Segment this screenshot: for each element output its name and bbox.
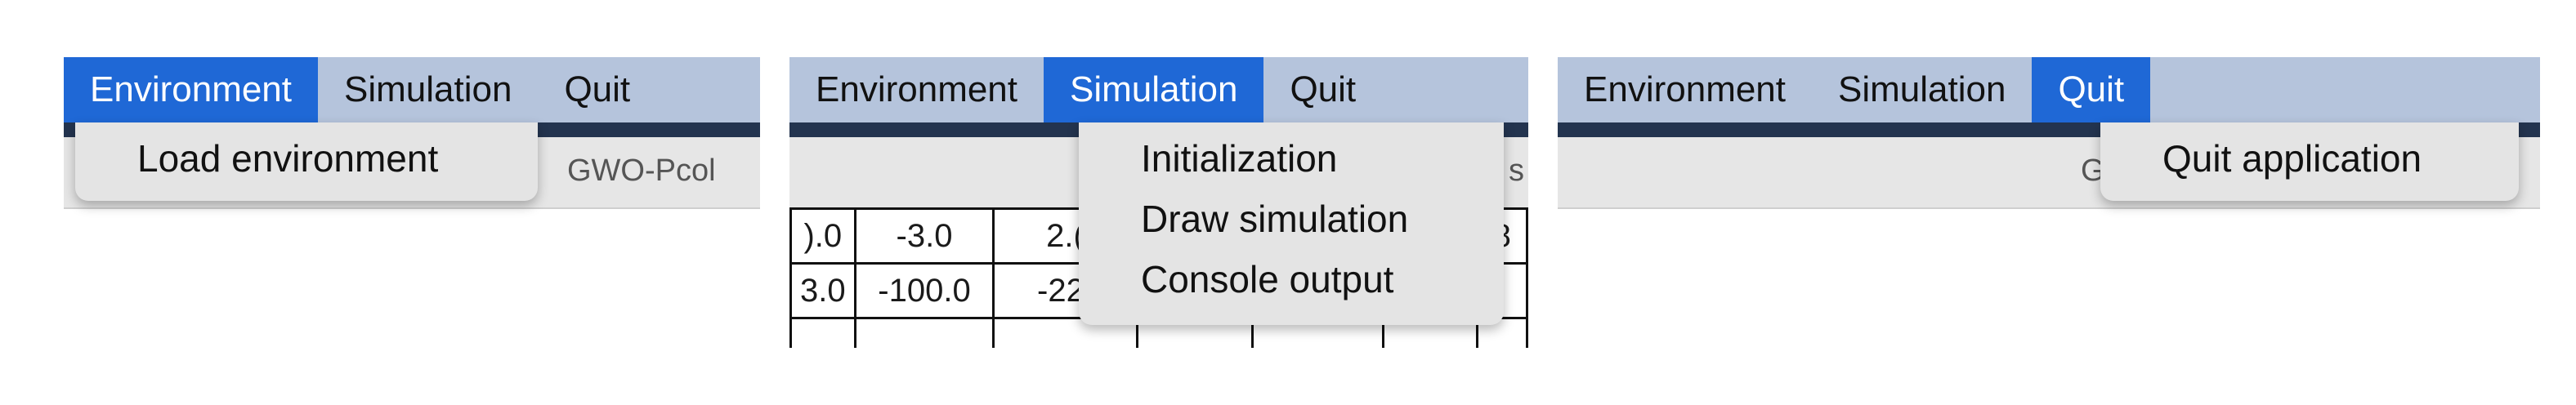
menu-item-draw-simulation[interactable]: Draw simulation [1141, 198, 1409, 240]
menu-item-load-environment[interactable]: Load environment [137, 137, 439, 180]
table-cell: 3.0 [789, 262, 856, 319]
panel-quit-menu-open: Environment Simulation Quit G Quit appli… [1558, 57, 2540, 220]
menu-environment[interactable]: Environment [64, 57, 319, 122]
menu-quit[interactable]: Quit [564, 69, 631, 109]
panel-environment-menu-open: Environment Simulation Quit GWO-Pcol Loa… [64, 57, 760, 220]
simulation-dropdown: Initialization Draw simulation Console o… [1079, 122, 1504, 325]
table-cell: ).0 [789, 207, 856, 265]
toolbar-title-fragment: s [1509, 154, 1524, 188]
table-cell: -100.0 [853, 262, 995, 319]
menu-quit[interactable]: Quit [2032, 57, 2151, 122]
panel-simulation-menu-open: Environment Simulation Quit s ).0 -3.0 2… [789, 57, 1528, 348]
table-cell [853, 317, 995, 348]
menu-simulation[interactable]: Simulation [1838, 69, 2006, 109]
quit-dropdown: Quit application [2100, 122, 2519, 201]
menubar: Environment Simulation Quit [64, 57, 760, 122]
menu-item-quit-application[interactable]: Quit application [2162, 137, 2422, 180]
menu-simulation[interactable]: Simulation [344, 69, 512, 109]
menu-simulation[interactable]: Simulation [1044, 57, 1264, 122]
menu-item-console-output[interactable]: Console output [1141, 258, 1394, 300]
environment-dropdown: Load environment [75, 122, 538, 201]
menu-quit[interactable]: Quit [1290, 69, 1357, 109]
table-cell [789, 317, 856, 348]
menu-environment[interactable]: Environment [1584, 69, 1787, 109]
table-cell: -3.0 [853, 207, 995, 265]
toolbar-title-fragment: GWO-Pcol [567, 154, 716, 188]
menu-environment[interactable]: Environment [816, 69, 1018, 109]
menubar: Environment Simulation Quit [1558, 57, 2540, 122]
menubar: Environment Simulation Quit [789, 57, 1528, 122]
menu-item-initialization[interactable]: Initialization [1141, 137, 1338, 180]
